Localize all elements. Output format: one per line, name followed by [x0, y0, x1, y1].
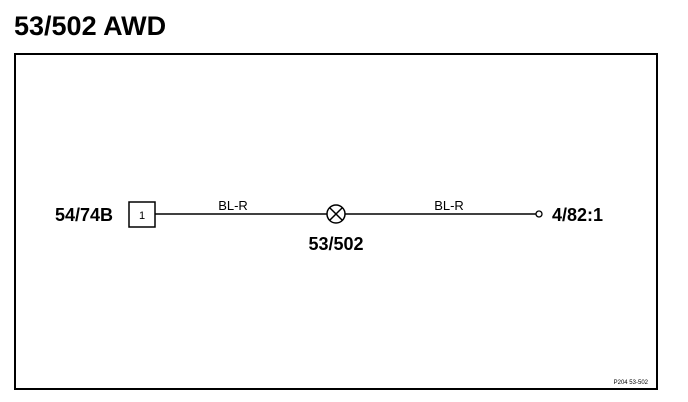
- connector-pin-box: [128, 201, 156, 228]
- bulb-symbol-icon: [326, 204, 346, 224]
- left-connector-label: 54/74B: [55, 205, 113, 225]
- drawing-reference: P204 53-502: [614, 380, 649, 386]
- page-title: 53/502 AWD: [14, 11, 167, 41]
- terminal-icon: [535, 210, 543, 218]
- diagram-frame: [14, 53, 658, 390]
- connector-pin-number: 1: [139, 210, 145, 222]
- right-terminal-label: 4/82:1: [552, 205, 603, 225]
- wire-label-left: BL-R: [218, 198, 248, 213]
- lamp-label: 53/502: [308, 234, 363, 254]
- wire-label-right: BL-R: [434, 198, 464, 213]
